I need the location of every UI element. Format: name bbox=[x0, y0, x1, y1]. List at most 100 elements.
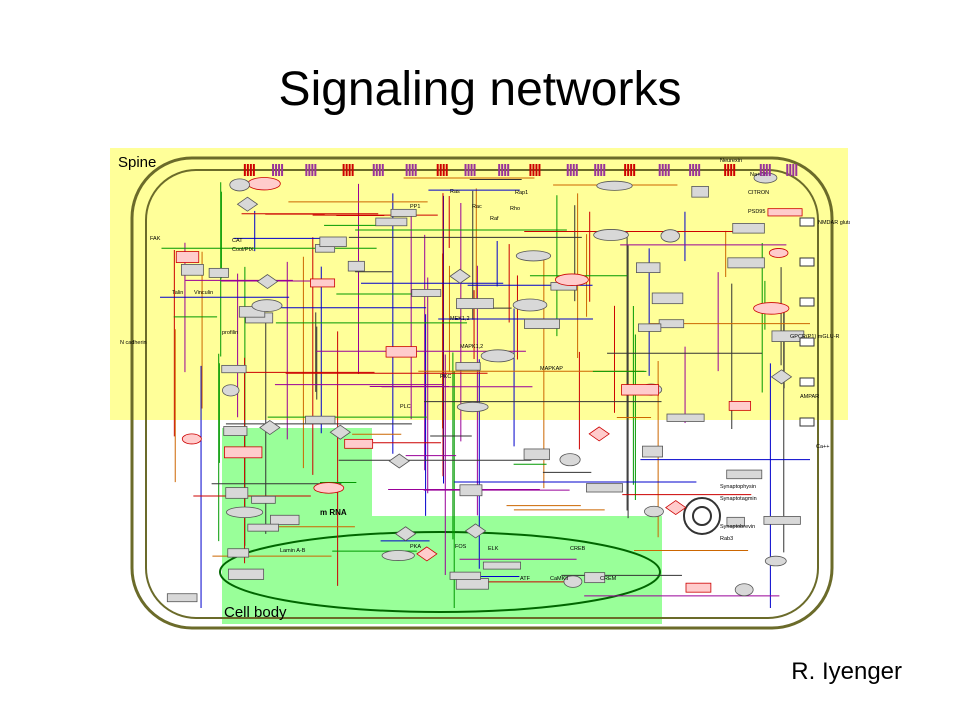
receptor-helix bbox=[633, 164, 636, 176]
node-label: Raf bbox=[490, 216, 499, 222]
mrna-label: m RNA bbox=[320, 508, 347, 517]
node-label: PKA bbox=[410, 544, 421, 550]
receptor-helix bbox=[795, 164, 798, 176]
spine-label: Spine bbox=[118, 154, 157, 171]
node-label: Synaptophysin bbox=[720, 484, 756, 490]
receptor-helix bbox=[667, 164, 670, 176]
pathway-node bbox=[344, 438, 374, 449]
pathway-node bbox=[658, 319, 685, 329]
cell-body-region-lower bbox=[222, 516, 662, 624]
receptor-helix bbox=[597, 164, 600, 176]
receptor-helix bbox=[305, 164, 308, 176]
pathway-node bbox=[223, 426, 248, 436]
node-label: Talin bbox=[172, 290, 183, 296]
pathway-node bbox=[563, 575, 583, 588]
receptor-helix bbox=[698, 164, 701, 176]
receptor-helix bbox=[689, 164, 692, 176]
pathway-node bbox=[726, 469, 763, 480]
pathway-node bbox=[226, 506, 264, 518]
node-label: Na+Ch bbox=[750, 172, 767, 178]
receptor-helix bbox=[504, 164, 507, 176]
pathway-node bbox=[347, 260, 365, 272]
pathway-node bbox=[753, 172, 778, 184]
node-label: MAPK1,2 bbox=[460, 344, 483, 350]
pathway-node bbox=[770, 369, 793, 385]
receptor-helix bbox=[501, 164, 504, 176]
receptor-helix bbox=[594, 164, 597, 176]
receptor-helix bbox=[661, 164, 664, 176]
receptor-helix bbox=[498, 164, 501, 176]
pathway-node bbox=[512, 298, 548, 312]
pathway-node bbox=[464, 523, 487, 539]
pathway-node bbox=[411, 289, 442, 297]
node-label: GPCR(P1) mGLU-R bbox=[790, 334, 840, 340]
pathway-node bbox=[247, 177, 281, 191]
pathway-node bbox=[644, 505, 664, 518]
pathway-node bbox=[523, 448, 550, 461]
pathway-node bbox=[416, 546, 438, 562]
pathway-node bbox=[455, 578, 489, 590]
pathway-node bbox=[480, 349, 516, 363]
receptor-helix bbox=[566, 164, 569, 176]
receptor-helix bbox=[759, 164, 762, 176]
pathway-node bbox=[593, 229, 629, 241]
receptor-channel bbox=[799, 377, 815, 387]
pathway-node bbox=[319, 236, 347, 248]
receptor-helix bbox=[538, 164, 541, 176]
receptor-helix bbox=[252, 164, 255, 176]
node-label: CREB bbox=[570, 546, 586, 552]
node-label: Neurexin bbox=[720, 158, 742, 164]
receptor-helix bbox=[439, 164, 442, 176]
receptor-helix bbox=[569, 164, 572, 176]
pathway-node bbox=[456, 298, 494, 310]
receptor-helix bbox=[768, 164, 771, 176]
receptor-helix bbox=[532, 164, 535, 176]
receptor-helix bbox=[405, 164, 408, 176]
node-label: Synaptotagmin bbox=[720, 496, 757, 502]
receptor-helix bbox=[727, 164, 730, 176]
pathway-node bbox=[228, 568, 265, 580]
receptor-helix bbox=[603, 164, 606, 176]
receptor-channel bbox=[799, 297, 815, 307]
node-label: N cadherin bbox=[120, 340, 147, 346]
receptor-helix bbox=[372, 164, 375, 176]
receptor-helix bbox=[664, 164, 667, 176]
node-label: PP1 bbox=[410, 204, 420, 210]
pathway-node bbox=[313, 482, 345, 494]
pathway-node bbox=[180, 264, 204, 276]
pathway-node bbox=[586, 483, 624, 493]
pathway-node bbox=[385, 346, 417, 358]
pathway-node bbox=[685, 582, 712, 593]
node-label: ELK bbox=[488, 546, 499, 552]
pathway-node bbox=[175, 251, 200, 263]
pathway-node bbox=[305, 415, 336, 425]
node-label: CAT bbox=[232, 238, 243, 244]
pathway-node bbox=[596, 180, 633, 191]
receptor-helix bbox=[765, 164, 768, 176]
receptor-helix bbox=[381, 164, 384, 176]
pathway-node bbox=[524, 318, 560, 329]
receptor-channel bbox=[799, 217, 815, 227]
receptor-helix bbox=[473, 164, 476, 176]
receptor-helix bbox=[624, 164, 627, 176]
pathway-node bbox=[247, 523, 279, 532]
pathway-node bbox=[767, 208, 803, 217]
node-label: Vinculin bbox=[194, 290, 213, 296]
pathway-node bbox=[227, 548, 250, 558]
membrane-receptors bbox=[243, 164, 815, 427]
node-label: PLC bbox=[400, 404, 411, 410]
pathway-node bbox=[394, 526, 417, 542]
node-label: CaMKII bbox=[550, 576, 569, 582]
receptor-channel bbox=[799, 257, 815, 267]
pathway-node bbox=[584, 572, 606, 584]
receptor-helix bbox=[792, 164, 795, 176]
receptor-helix bbox=[278, 164, 281, 176]
node-label: MAPKAP bbox=[540, 366, 563, 372]
receptor-helix bbox=[436, 164, 439, 176]
node-label: Cool/PIX bbox=[232, 247, 254, 253]
node-label: Rap1 bbox=[515, 190, 528, 196]
pathway-node bbox=[636, 262, 661, 274]
receptor-helix bbox=[575, 164, 578, 176]
